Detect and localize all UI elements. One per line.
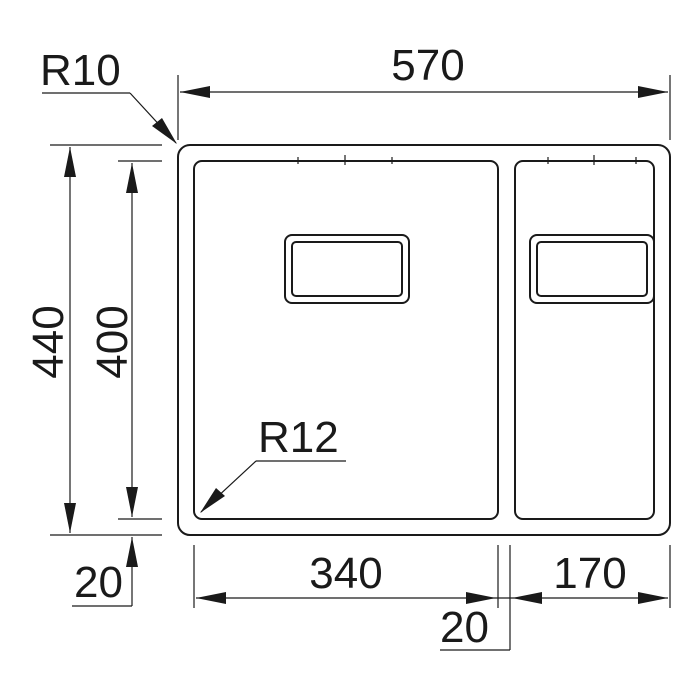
arrowhead [64, 147, 76, 177]
arrowhead [180, 86, 210, 98]
small-bowl-width-label: 170 [553, 549, 626, 598]
dimension-overall-width: 570 [177, 41, 671, 140]
inner-radius-callout: R12 [200, 413, 346, 513]
bottom-margin-label: 20 [74, 558, 123, 607]
arrowhead [200, 488, 225, 513]
outer-radius-label: R10 [40, 46, 121, 95]
overall-height-label: 440 [24, 305, 73, 378]
sink-outline [177, 144, 671, 536]
dimension-bowl-widths: 340 170 [193, 545, 671, 650]
arrowhead [638, 592, 668, 604]
outer-radius-callout: R10 [40, 46, 177, 144]
arrowhead [126, 163, 138, 193]
large-bowl-width-label: 340 [309, 549, 382, 598]
overall-width-label: 570 [391, 41, 464, 90]
arrowhead [126, 537, 138, 567]
large-bowl-drain [284, 234, 410, 304]
large-bowl [193, 160, 499, 520]
arrowhead [466, 592, 496, 604]
arrowhead [638, 86, 668, 98]
outer-rim [177, 144, 671, 536]
arrowhead [126, 487, 138, 517]
arrowhead [196, 592, 226, 604]
divider-width-label: 20 [440, 603, 489, 652]
arrowhead [152, 118, 177, 144]
dimension-overall-height: 440 [24, 144, 162, 536]
small-bowl [514, 160, 655, 520]
inner-radius-label: R12 [258, 413, 339, 462]
dimension-bowl-height: 400 [88, 160, 162, 520]
bowl-top-ticks [297, 155, 637, 165]
bowl-height-label: 400 [88, 305, 137, 378]
arrowhead [512, 592, 542, 604]
dimension-bottom-margin: 20 [72, 537, 138, 607]
dimension-divider: 20 [440, 603, 510, 652]
arrowhead [64, 503, 76, 533]
small-bowl-drain [529, 234, 655, 304]
